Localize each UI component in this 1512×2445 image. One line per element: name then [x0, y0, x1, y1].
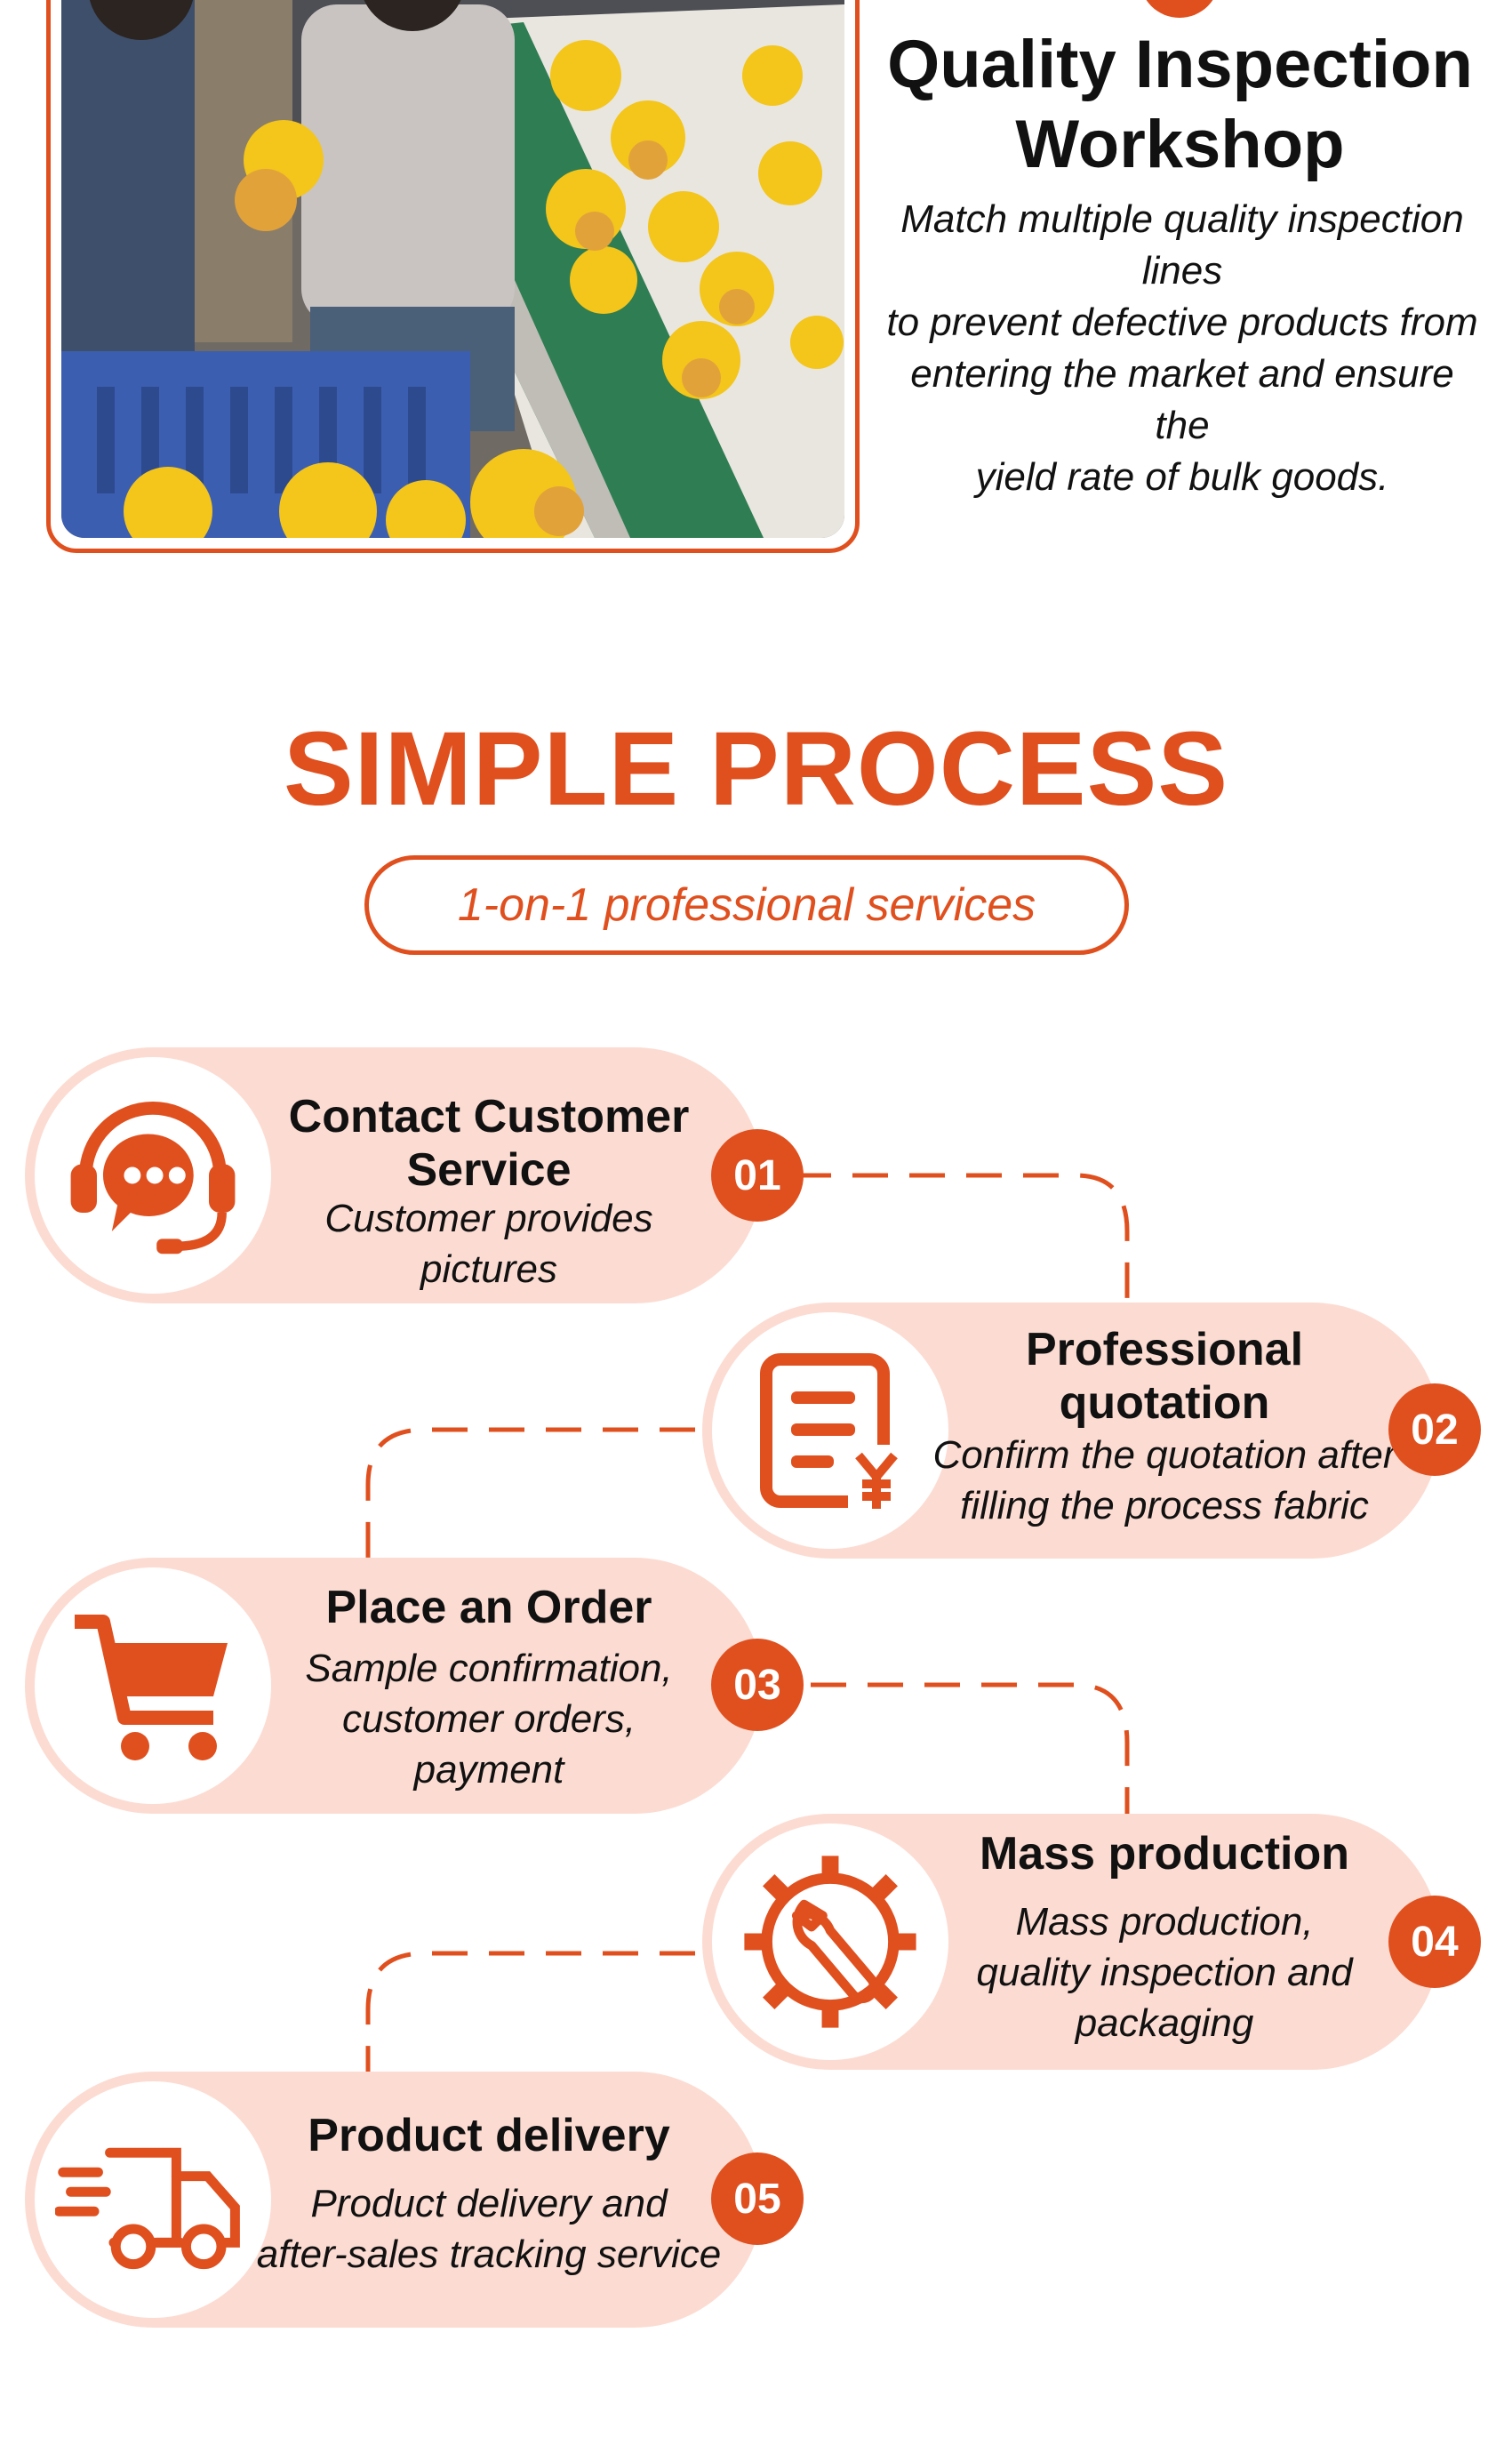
step-title: Product delivery [267, 2109, 711, 2162]
step-desc-line: after-sales tracking service [256, 2233, 722, 2276]
step-desc-line: quality inspection and [976, 1951, 1353, 1994]
step-title: Contact Customer Service [267, 1090, 711, 1197]
step-desc-line: Customer provides pictures [324, 1197, 653, 1291]
step-desc-line: packaging [1075, 2001, 1254, 2045]
workshop-photo-frame [46, 0, 860, 553]
step-number-badge: 03 [711, 1639, 804, 1731]
step-desc-line: customer orders, [341, 1697, 636, 1741]
workshop-title: Quality Inspection Workshop [867, 25, 1493, 185]
workshop-desc-line: Match multiple quality inspection lines [900, 197, 1464, 293]
step-desc-line: payment [413, 1748, 564, 1792]
step-icon-circle [35, 1057, 271, 1294]
step-title-line: Professional [1025, 1324, 1304, 1375]
step-title-line: Place an Order [325, 1582, 652, 1633]
process-subtitle-pill: 1-on-1 professional services [364, 855, 1129, 955]
step-desc-line: Mass production, [1015, 1900, 1314, 1944]
headset-chat-icon [70, 1102, 236, 1255]
step-icon-circle [712, 1312, 948, 1549]
step-title-line: Mass production [979, 1828, 1350, 1880]
shopping-cart-icon [75, 1615, 228, 1760]
step-desc-line: Product delivery and [310, 2182, 668, 2225]
step-title-line: quotation [1059, 1377, 1270, 1429]
step-desc-line: filling the process fabric [960, 1484, 1369, 1527]
delivery-truck-icon [55, 2147, 240, 2270]
workshop-title-line: Quality Inspection [887, 27, 1473, 102]
workshop-desc-line: yield rate of bulk goods. [975, 455, 1389, 499]
step-title-line: Product delivery [308, 2110, 670, 2161]
invoice-yen-icon [760, 1353, 898, 1509]
step-number-badge: 04 [1388, 1896, 1481, 1988]
step-desc-line: Confirm the quotation after [932, 1433, 1396, 1477]
step-icon-circle [35, 1567, 271, 1804]
decorative-dot [1140, 0, 1220, 18]
step-number-badge: 05 [711, 2152, 804, 2245]
workshop-photo [61, 0, 844, 538]
step-desc-line: Sample confirmation, [305, 1647, 673, 1690]
step-icon-circle [35, 2081, 271, 2318]
step-description: Mass production, quality inspection and … [924, 1896, 1404, 2048]
step-description: Confirm the quotation after filling the … [924, 1430, 1404, 1531]
step-title-line: Service [406, 1144, 572, 1196]
step-number-badge: 01 [711, 1129, 804, 1222]
workshop-title-line: Workshop [1015, 107, 1345, 182]
process-title: SIMPLE PROCESS [283, 710, 1229, 828]
workshop-desc-line: to prevent defective products from [886, 301, 1478, 344]
step-title: Mass production [942, 1827, 1387, 1880]
step-description: Customer provides pictures [258, 1193, 720, 1295]
step-title: Place an Order [267, 1581, 711, 1634]
step-title: Professional quotation [942, 1323, 1387, 1430]
step-number-badge: 02 [1388, 1383, 1481, 1476]
workshop-desc-line: entering the market and ensure the [910, 352, 1454, 447]
workshop-description: Match multiple quality inspection lines … [880, 194, 1484, 503]
gear-wrench-icon [744, 1856, 916, 2028]
step-description: Product delivery and after-sales trackin… [249, 2178, 729, 2280]
step-icon-circle [712, 1824, 948, 2060]
step-description: Sample confirmation, customer orders, pa… [258, 1643, 720, 1795]
step-title-line: Contact Customer [288, 1091, 690, 1142]
process-subtitle: 1-on-1 professional services [457, 879, 1036, 931]
